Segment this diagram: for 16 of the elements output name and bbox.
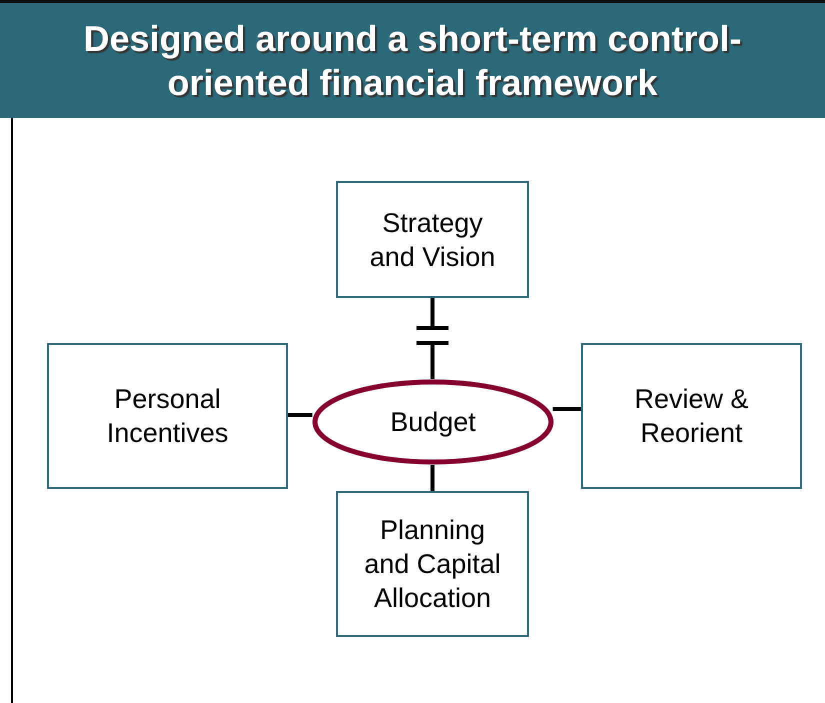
process-box (581, 343, 802, 489)
ellipse-node (312, 379, 554, 465)
node-label: Personal Incentives (106, 383, 230, 450)
bar-ended-connector (416, 341, 448, 379)
connector-line (552, 407, 581, 411)
connector-line (288, 413, 312, 417)
node-label: Strategy and Vision (368, 206, 496, 274)
bar-ended-connector (416, 298, 448, 330)
title: Designed around a short-term control- oriented financial framework (82, 16, 743, 104)
process-box (336, 181, 529, 298)
node-label: Budget (389, 406, 477, 439)
connector-line (430, 465, 434, 491)
node-label: Review & Reorient (633, 383, 750, 450)
process-box (336, 491, 529, 637)
process-box (47, 343, 288, 489)
node-label: Planning and Capital Allocation (363, 514, 502, 615)
